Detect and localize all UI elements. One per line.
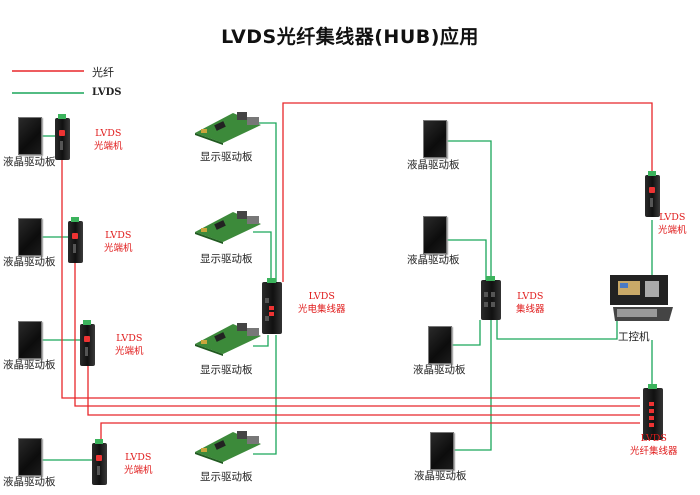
- lcd-label: 液晶驱动板: [3, 256, 56, 268]
- display-board-icon: [195, 112, 261, 145]
- lvds-wire: [451, 320, 492, 451]
- lcd-label: 液晶驱动板: [3, 476, 56, 488]
- legend-lvds-label: LVDS: [92, 87, 122, 98]
- lvds-wire: [253, 335, 277, 455]
- lvds-wire: [496, 320, 618, 340]
- lvds-fiber-hub: [638, 384, 668, 440]
- fiber-wire: [100, 422, 640, 442]
- lcd-label: 液晶驱动板: [413, 364, 466, 376]
- fiber-wire: [87, 365, 640, 416]
- lcd-driver-board: [428, 326, 452, 364]
- lvds-hub: [476, 276, 506, 320]
- lcd-driver-board: [430, 432, 454, 470]
- lcd-label: 液晶驱动板: [407, 254, 460, 266]
- lvds-opto-hub: [257, 278, 287, 334]
- display-board-label: 显示驱动板: [200, 253, 253, 265]
- display-board-icon: [195, 323, 261, 356]
- lvds-fiber-converter: [63, 217, 88, 263]
- diagram-title: LVDS光纤集线器(HUB)应用: [221, 26, 479, 48]
- display-board-icon: [195, 431, 261, 464]
- display-board-label: 显示驱动板: [200, 471, 253, 483]
- lcd-driver-board: [18, 218, 42, 256]
- display-board-label: 显示驱动板: [200, 364, 253, 376]
- display-board-label: 显示驱动板: [200, 151, 253, 163]
- fiber-wire: [61, 160, 640, 399]
- lcd-driver-board: [423, 216, 447, 254]
- lvds-fiber-converter: [75, 320, 100, 366]
- display-board-icon: [195, 211, 261, 244]
- lvds-fiber-converter: [640, 171, 665, 217]
- lcd-label: 液晶驱动板: [414, 470, 467, 482]
- lcd-driver-board: [18, 438, 42, 476]
- lcd-label: 液晶驱动板: [407, 159, 460, 171]
- lvds-wire: [253, 335, 269, 347]
- fiber-wire: [282, 102, 653, 282]
- legend-fiber-label: 光纤: [92, 66, 114, 79]
- lvds-wire: [253, 231, 272, 282]
- lcd-label: 液晶驱动板: [3, 359, 56, 371]
- lcd-driver-board: [18, 117, 42, 155]
- industrial-pc-icon: [610, 275, 673, 321]
- lvds-wire: [451, 320, 481, 346]
- lcd-driver-board: [423, 120, 447, 158]
- lvds-wire: [253, 122, 277, 282]
- lvds-wire: [446, 239, 487, 282]
- lvds-fiber-converter: [50, 114, 75, 160]
- lcd-driver-board: [18, 321, 42, 359]
- ipc-label: 工控机: [618, 331, 650, 343]
- lvds-wire: [446, 140, 492, 282]
- lcd-label: 液晶驱动板: [3, 156, 56, 168]
- fiber-wire: [74, 262, 640, 407]
- lvds-fiber-converter: [87, 439, 112, 485]
